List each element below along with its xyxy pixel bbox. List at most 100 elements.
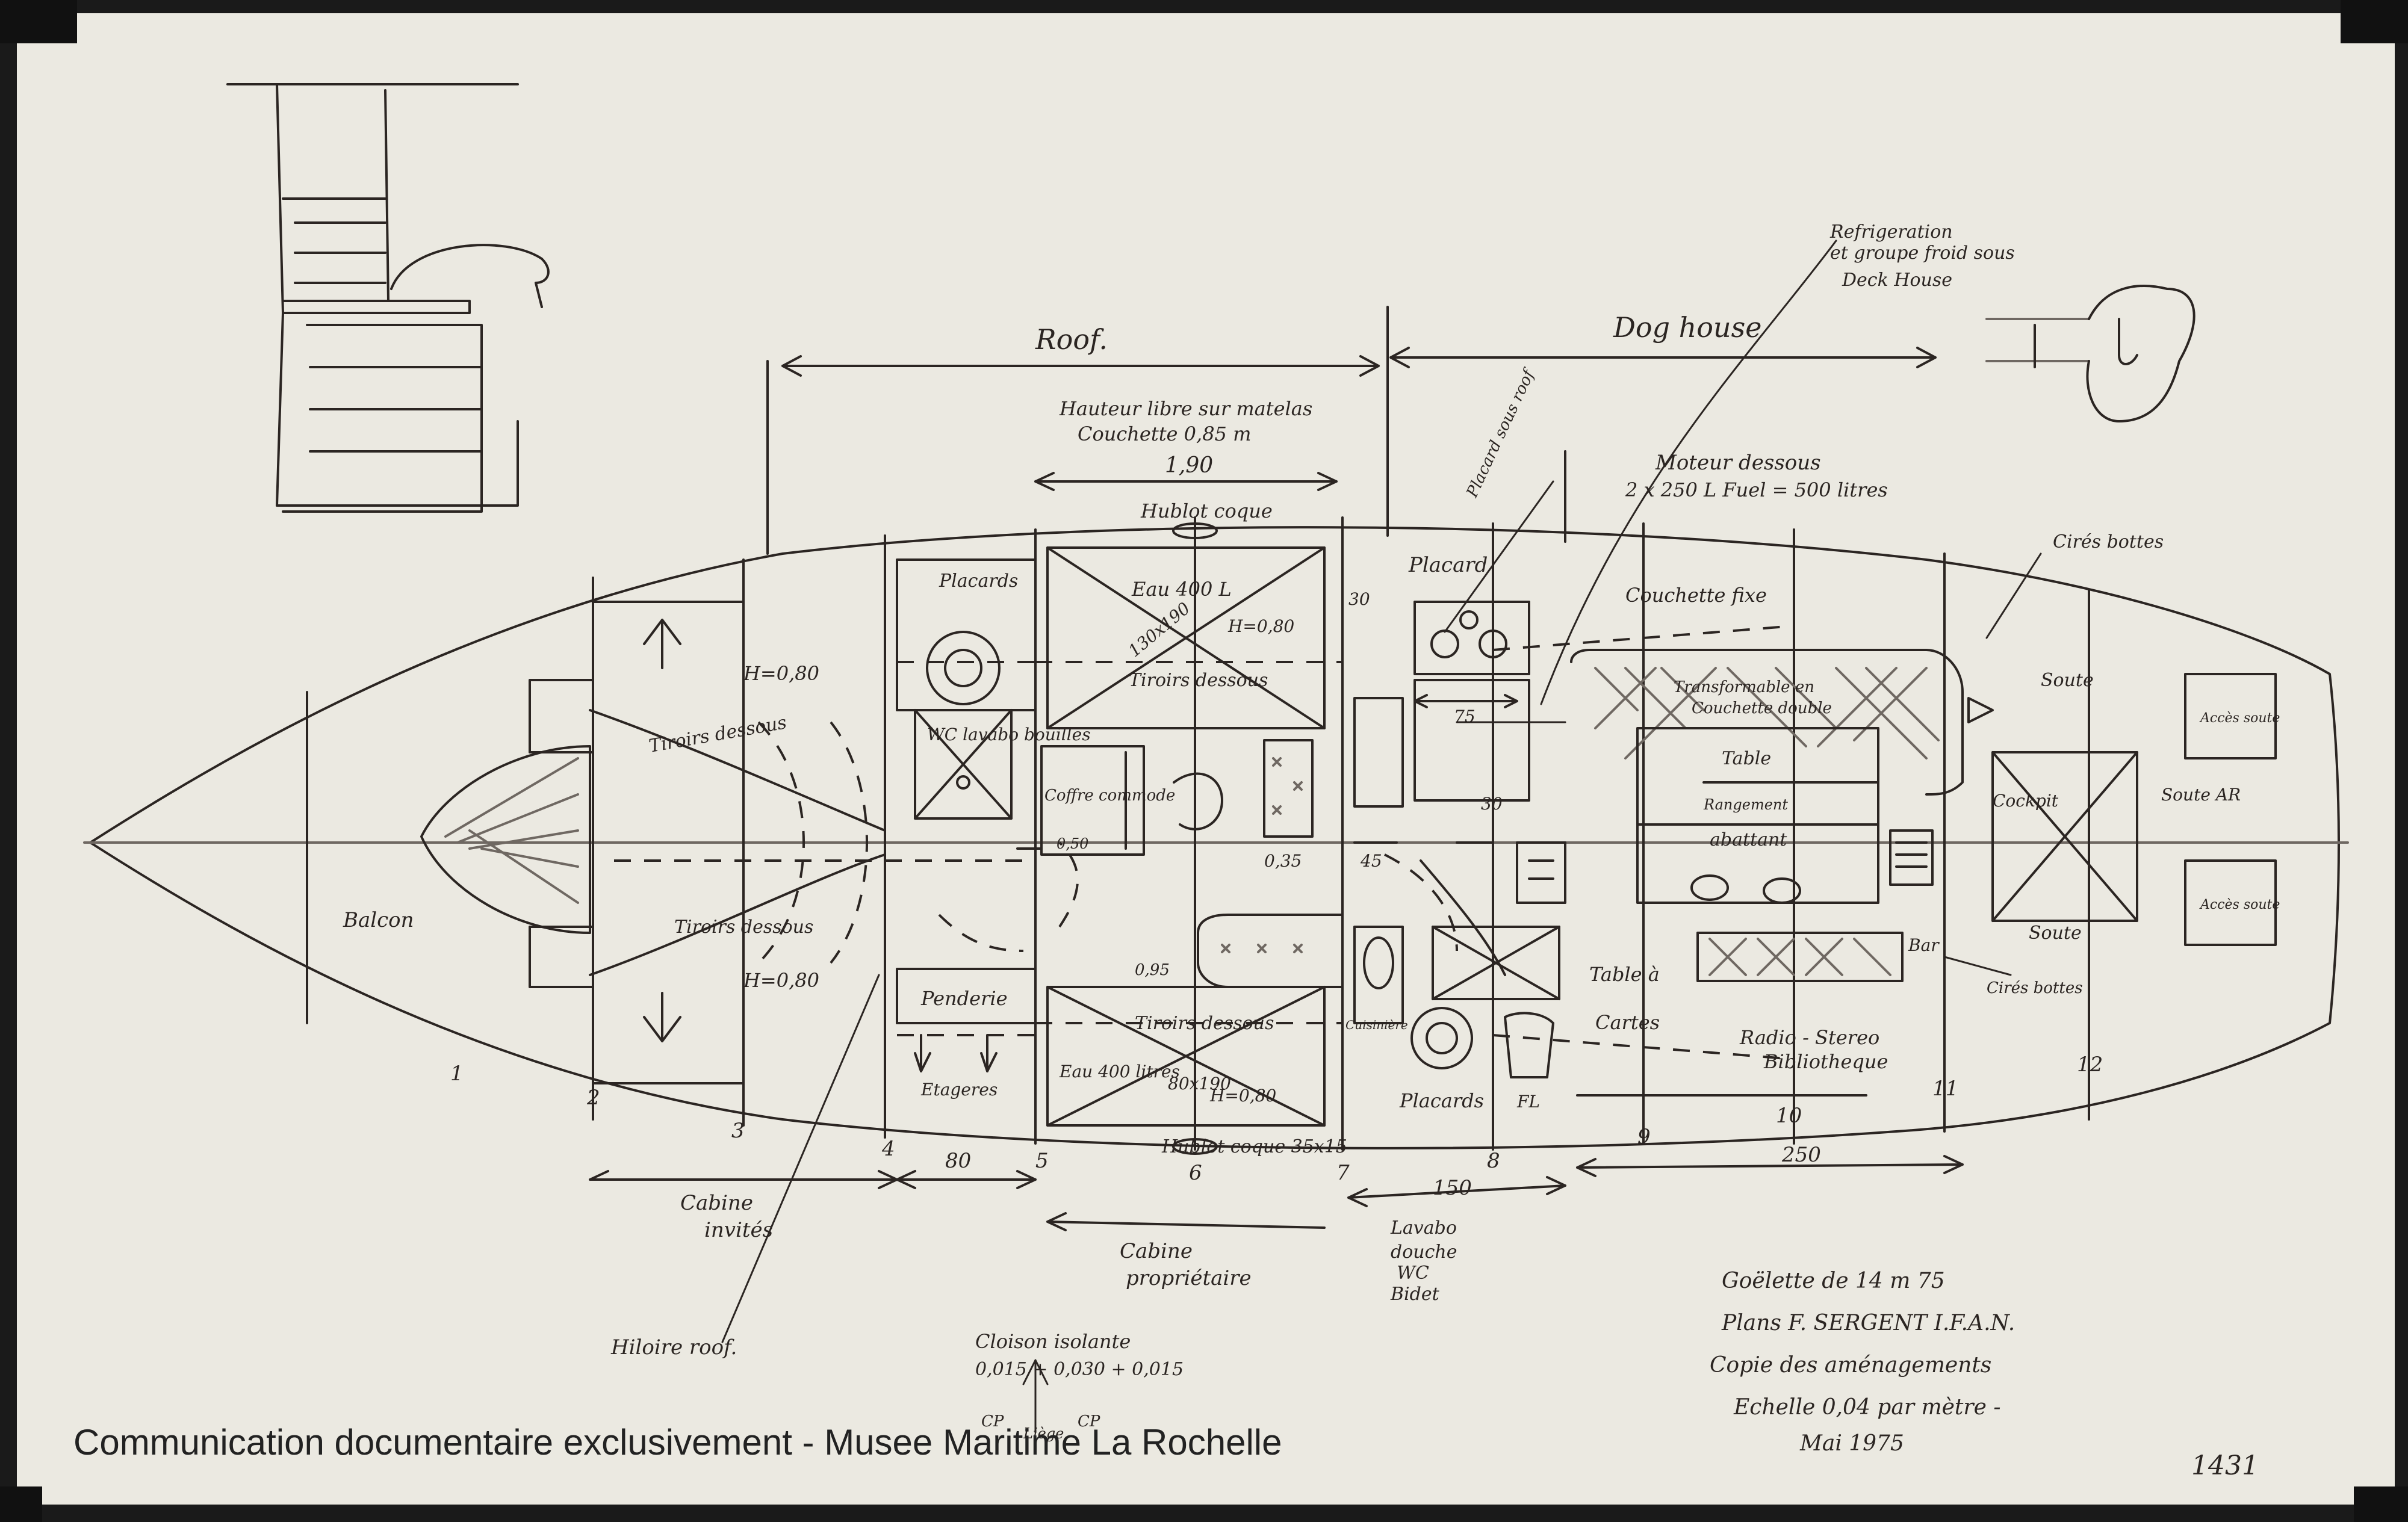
dim-050: 0,50: [1057, 835, 1088, 852]
dimension-lines: [589, 347, 1964, 1231]
corner-tab-bottom-right: [2354, 1486, 2408, 1522]
station-10: 10: [1776, 1104, 1802, 1128]
dim-30-b: 30: [1481, 794, 1503, 814]
label-cabine-invites-2: invités: [704, 1218, 773, 1242]
label-eau-low: Eau 400 litres: [1059, 1062, 1180, 1081]
headroom-note-1: Hauteur libre sur matelas: [1059, 397, 1312, 420]
station-3: 3: [731, 1119, 745, 1143]
station-9: 9: [1637, 1125, 1651, 1149]
label-cp-liege: Liège: [1023, 1425, 1064, 1442]
label-moteur-2: 2 x 250 L Fuel = 500 litres: [1625, 478, 1888, 501]
label-transformable-1: Transformable en: [1674, 678, 1814, 696]
label-hublot-top: Hublot coque: [1140, 500, 1273, 522]
stair-section-sketch: [226, 83, 550, 513]
station-6: 6: [1189, 1161, 1202, 1185]
label-balcon: Balcon: [343, 908, 414, 932]
zone-roof-label: Roof.: [1035, 323, 1108, 356]
dim-095: 0,95: [1135, 961, 1170, 979]
corner-tab-top-left: [0, 0, 77, 43]
station-7: 7: [1336, 1161, 1350, 1185]
dim-80: 80: [945, 1149, 971, 1173]
title-line-4: Echelle 0,04 par mètre -: [1733, 1395, 2001, 1420]
label-placards-2: Placards: [1399, 1089, 1484, 1112]
zone-dog-house-label: Dog house: [1613, 311, 1761, 344]
station-1: 1: [450, 1062, 464, 1086]
station-5: 5: [1035, 1149, 1049, 1173]
label-tiroirs-cabin-bottom: Tiroirs dessous: [1135, 1013, 1274, 1034]
dim-035: 0,35: [1264, 851, 1302, 871]
label-bibliotheque: Bibliotheque: [1763, 1050, 1888, 1073]
title-line-3: Copie des aménagements: [1710, 1353, 1991, 1378]
label-cires-bottom: Cirés bottes: [1987, 979, 2083, 997]
headroom-note-2: Couchette 0,85 m: [1078, 422, 1251, 445]
label-table-cartes-1: Table à: [1589, 963, 1660, 986]
label-acces-1: Accès soute: [2199, 711, 2280, 726]
dim-190: 1,90: [1165, 453, 1213, 478]
label-soute-ar: Soute AR: [2161, 785, 2241, 805]
dim-75: 75: [1454, 707, 1476, 726]
label-soute-1: Soute: [2041, 670, 2094, 691]
hull-plan: [83, 306, 2349, 1155]
dim-250: 250: [1781, 1143, 1821, 1167]
label-cp-1: CP: [981, 1412, 1004, 1431]
label-tiroirs-bow-bottom: Tiroirs dessous: [674, 917, 813, 938]
label-lavabo-4: Bidet: [1390, 1284, 1440, 1305]
station-numbers: 1 2 3 4 5 6 7 8 9 10 11 12: [450, 1053, 2103, 1185]
label-transformable-2: Couchette double: [1692, 699, 1832, 717]
label-etageres: Etageres: [920, 1080, 998, 1100]
label-lavabo-3: WC: [1397, 1263, 1429, 1284]
label-penderie: Penderie: [920, 987, 1008, 1010]
corner-tab-top-right: [2341, 0, 2408, 43]
title-line-2: Plans F. SERGENT I.F.A.N.: [1721, 1311, 2015, 1335]
label-refrig-3: Deck House: [1842, 270, 1952, 291]
label-bar: Bar: [1908, 935, 1940, 955]
label-couchette: Couchette fixe: [1625, 584, 1767, 607]
label-acces-2: Accès soute: [2199, 897, 2280, 912]
label-refrig-2: et groupe froid sous: [1830, 243, 2015, 264]
corner-tab-bottom-left: [0, 1486, 42, 1522]
label-lavabo-2: douche: [1391, 1242, 1457, 1263]
label-eau: Eau 400 L: [1131, 578, 1232, 601]
label-cockpit: Cockpit: [1993, 791, 2059, 811]
label-cp-2: CP: [1078, 1412, 1100, 1431]
station-12: 12: [2077, 1053, 2103, 1077]
label-h080-bow-top: H=0,80: [743, 662, 819, 685]
hull-section-sketch: [1985, 285, 2195, 422]
station-2: 2: [586, 1086, 600, 1110]
title-block: Goëlette de 14 m 75 Plans F. SERGENT I.F…: [1710, 1269, 2015, 1456]
sheet-number: 1431: [2191, 1450, 2259, 1481]
label-cabine-prop-1: Cabine: [1120, 1239, 1193, 1263]
label-cabine-invites-1: Cabine: [680, 1191, 753, 1215]
label-coffre: Coffre commode: [1044, 787, 1175, 805]
leader-lines: [721, 240, 2042, 1434]
dim-45: 45: [1360, 851, 1382, 871]
label-bunk-b: 80x190: [1168, 1074, 1231, 1094]
label-cloison-2: 0,015 + 0,030 + 0,015: [975, 1359, 1184, 1380]
label-soute-2: Soute: [2029, 923, 2082, 944]
station-8: 8: [1487, 1149, 1500, 1173]
label-h080-bow-bottom: H=0,80: [743, 969, 819, 992]
hull-outline: [89, 526, 2340, 1149]
label-cuisiniere: Cuisinière: [1345, 1018, 1408, 1032]
label-placards-1: Placards: [939, 571, 1018, 592]
label-h080-cabin-top: H=0,80: [1227, 616, 1294, 636]
label-wc: WC lavabo bouilles: [927, 725, 1091, 744]
label-cires-top: Cirés bottes: [2053, 531, 2164, 552]
watermark-caption: Communication documentaire exclusivement…: [73, 1422, 1282, 1462]
label-table-cartes-2: Cartes: [1595, 1011, 1660, 1034]
label-placard-top: Placard: [1408, 553, 1488, 577]
dim-150: 150: [1433, 1176, 1472, 1200]
label-radio: Radio - Stereo: [1739, 1026, 1879, 1049]
label-fl: FL: [1516, 1092, 1540, 1112]
label-moteur-1: Moteur dessous: [1655, 451, 1821, 475]
label-rangement: Rangement: [1703, 796, 1788, 813]
label-abattant: abattant: [1710, 829, 1787, 850]
label-cabine-prop-2: propriétaire: [1126, 1266, 1252, 1290]
label-refrig-1: Refrigeration: [1829, 221, 1953, 243]
label-h080-cabin-bottom: H=0,80: [1209, 1086, 1276, 1106]
annotations: Roof. Dog house Hauteur libre sur matela…: [343, 221, 2280, 1481]
label-lavabo-1: Lavabo: [1390, 1217, 1457, 1239]
title-line-1: Goëlette de 14 m 75: [1722, 1269, 1945, 1293]
station-11: 11: [1932, 1077, 1958, 1101]
